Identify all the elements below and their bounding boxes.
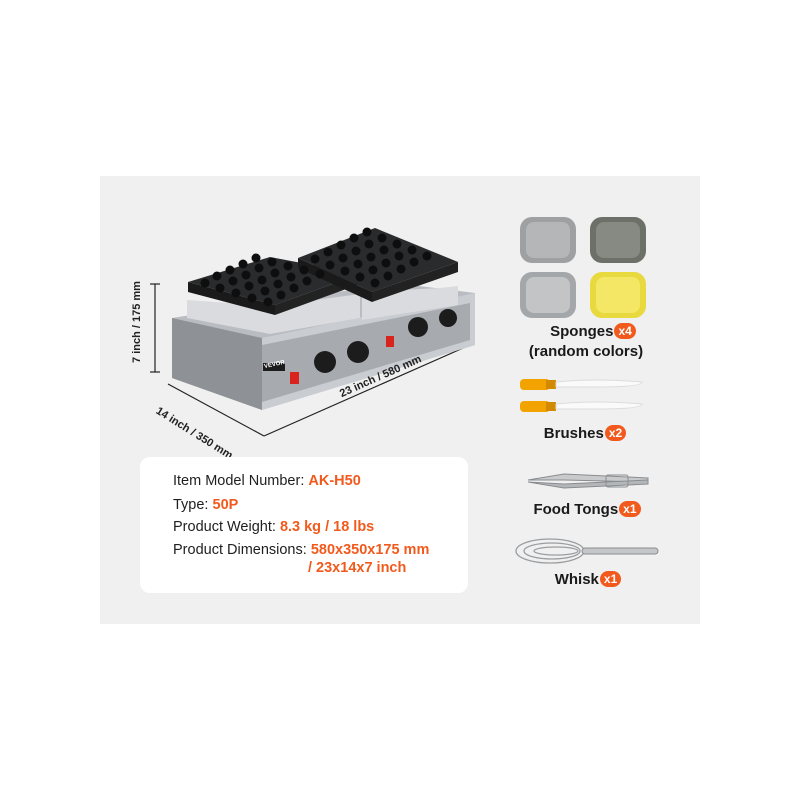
spec-dimensions-row: Product Dimensions: 580x350x175 mm	[173, 542, 429, 558]
tongs-image	[527, 473, 649, 489]
sponges-name: Sponges	[550, 323, 614, 340]
spec-model-row: Item Model Number: AK-H50	[173, 473, 361, 489]
spec-dimensions-label: Product Dimensions:	[173, 542, 311, 558]
brushes-qty-badge: x2	[604, 425, 627, 441]
spec-type-row: Type: 50P	[173, 497, 238, 513]
brushes-image	[520, 379, 643, 412]
tongs-name: Food Tongs	[533, 501, 619, 518]
whisk-image	[515, 538, 659, 564]
tongs-qty-badge: x1	[619, 501, 641, 517]
spec-type-value: 50P	[212, 497, 239, 513]
sponges-image	[520, 217, 646, 318]
spec-model-label: Item Model Number:	[173, 473, 309, 489]
spec-weight-value: 8.3 kg / 18 lbs	[279, 519, 375, 535]
whisk-qty-badge: x1	[599, 571, 622, 587]
spec-weight-row: Product Weight: 8.3 kg / 18 lbs	[173, 519, 374, 535]
specification-card: Item Model Number: AK-H50 Type: 50P Prod…	[140, 457, 468, 593]
spec-dimensions-value: 580x350x175 mm	[310, 542, 430, 558]
height-dimension-label: 7 inch / 175 mm	[130, 281, 143, 363]
brushes-name: Brushes	[543, 425, 604, 442]
spec-model-value: AK-H50	[308, 473, 361, 489]
spec-dimensions-row-2: / 23x14x7 inch	[308, 560, 406, 576]
sponges-note: (random colors)	[528, 343, 644, 360]
spec-dimensions-value-inch: / 23x14x7 inch	[308, 560, 407, 576]
sponges-qty-badge: x4	[614, 323, 636, 339]
spec-weight-label: Product Weight:	[173, 519, 280, 535]
spec-type-label: Type:	[173, 497, 213, 513]
whisk-name: Whisk	[554, 571, 599, 588]
